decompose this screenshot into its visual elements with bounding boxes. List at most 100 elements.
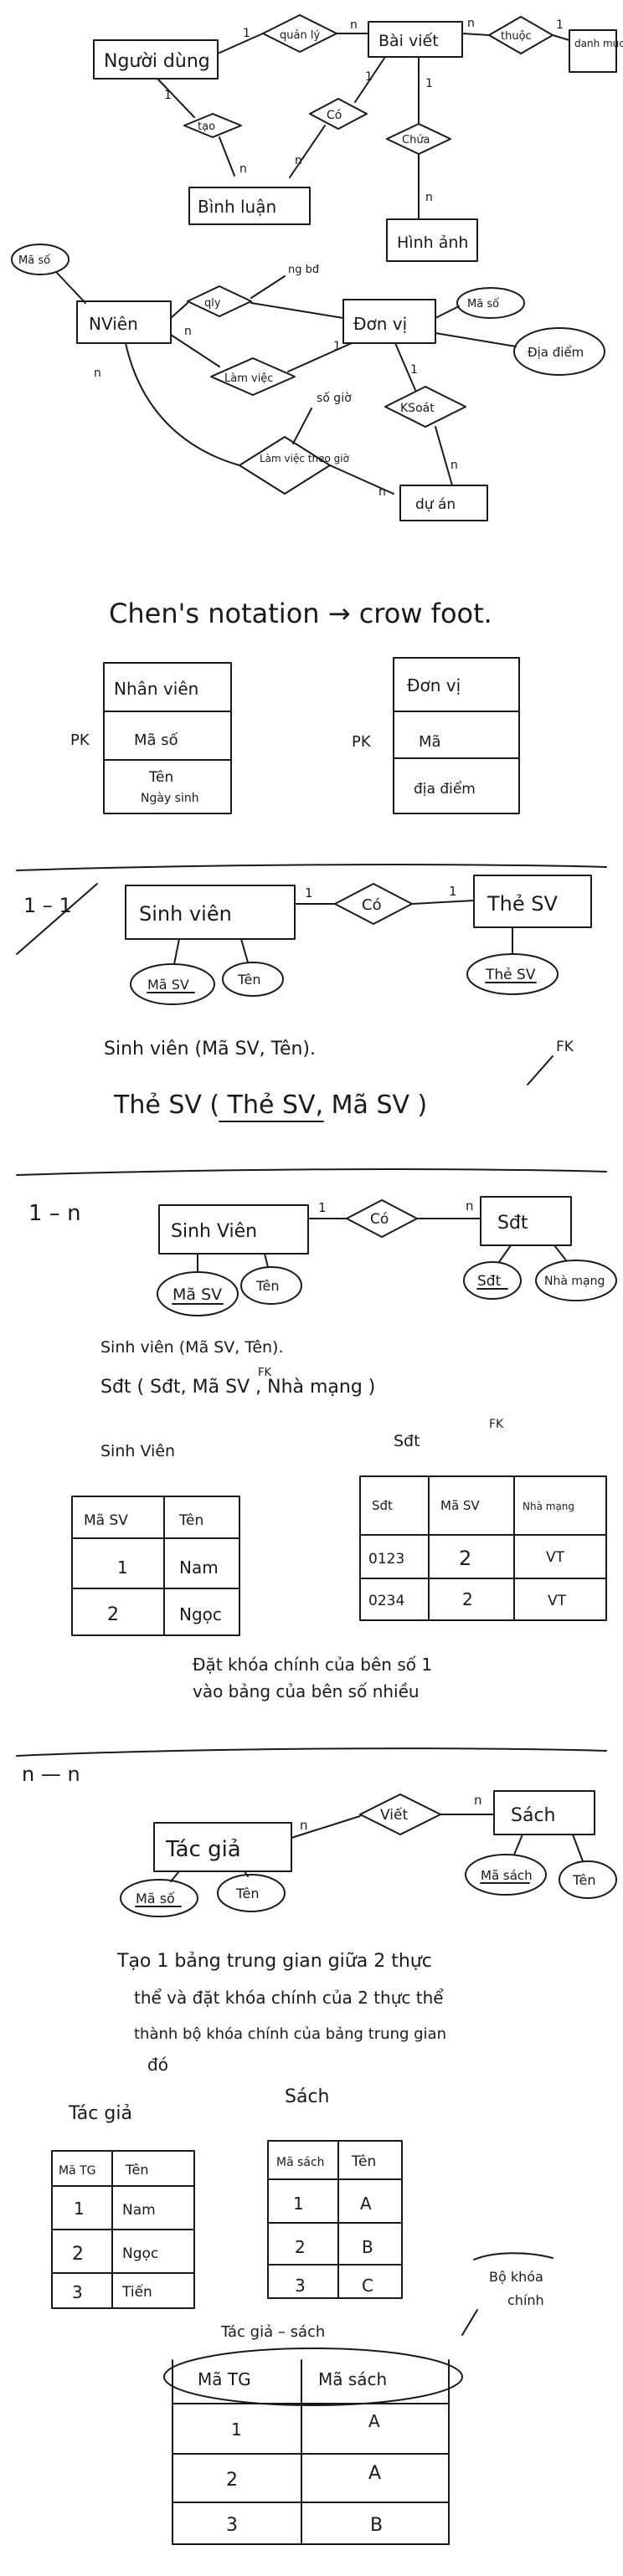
entity-nvien-label: NViên	[89, 314, 138, 334]
relation-viet	[359, 1793, 441, 1835]
relation-qly	[187, 285, 252, 317]
table-nhan-vien-row2b: Ngày sinh	[141, 792, 199, 805]
attr-ten-sach-label: Tên	[572, 1872, 596, 1888]
card-1-d: 1	[365, 70, 373, 84]
relation-tao-label: tạo	[198, 121, 215, 133]
entity-bai-viet	[368, 21, 463, 58]
table-tg-cell: Tiến	[121, 2283, 152, 2301]
card-1-e: 1	[425, 77, 433, 90]
card-1-a: 1	[243, 27, 250, 40]
table-don-vi-pk: PK	[352, 733, 372, 751]
relation-chua-label: Chứa	[402, 134, 430, 146]
table-sach: Mã sách Tên 1 A 2 B 3 C	[267, 2140, 403, 2299]
entity-hinh-anh	[386, 218, 478, 262]
line-co-binhluan	[289, 125, 326, 178]
line-tg-ten	[244, 1870, 249, 1877]
attr-sdt	[463, 1261, 522, 1300]
table-sv-header-ten: Tên	[178, 1512, 203, 1529]
table-join-header: Mã sách	[318, 2369, 387, 2389]
note-1n-line2: vào bảng của bên số nhiều	[193, 1681, 420, 1701]
notation-section: Chen's notation → crow foot. Nhân viên P…	[70, 598, 520, 814]
table-sdt-cell: VT	[548, 1593, 567, 1609]
table-sach-title: Sách	[285, 2086, 330, 2107]
section-divider-1	[16, 864, 607, 871]
entity-don-vi	[342, 299, 436, 344]
attr-dia-diem-label: Địa điểm	[528, 345, 584, 360]
many-to-many-section: n — n Tác giả Viết n n Sách Mã số Tên Mã…	[22, 1763, 617, 2545]
card-n-f: n	[184, 325, 192, 338]
table-sv-cell: Ngọc	[179, 1604, 222, 1624]
attr-ten-tg	[217, 1874, 286, 1912]
table-don-vi-row2: địa điểm	[414, 780, 476, 798]
one-to-many-section: 1 – n Sinh Viên Có 1 n Sđt Mã SV Tên Sđt…	[28, 1196, 617, 1701]
line-nvien-lamviec	[170, 334, 220, 367]
relation-thuoc-label: thuộc	[501, 30, 532, 43]
table-sach-header: Mã sách	[276, 2156, 325, 2169]
table-sach-cell: C	[362, 2276, 373, 2296]
entity-tac-gia	[153, 1822, 292, 1872]
table-sach-border	[267, 2140, 403, 2299]
pk-note-line1: Bộ khóa	[489, 2269, 543, 2285]
table-sdt: Sđt Mã SV Nhà mạng 0123 2 VT 0234 2 VT	[359, 1475, 607, 1621]
table-join-cell: 3	[226, 2515, 238, 2536]
relation-lam-viec	[210, 357, 296, 396]
lam-viec-theo-gio-text: Làm việc theo giờ	[260, 453, 350, 464]
relation-co-label: Có	[327, 109, 342, 122]
attr-nha-mang	[535, 1260, 617, 1301]
table-nhan-vien-row2a: Tên	[148, 769, 173, 786]
line-qly-donvi	[250, 302, 344, 319]
note-nn-line2: thể và đặt khóa chính của 2 thực thể	[134, 1988, 444, 2008]
attr-dia-diem	[513, 327, 605, 376]
attr-ma-sv-11	[130, 963, 215, 1005]
schema-sinh-vien-1n: Sinh viên (Mã SV, Tên).	[100, 1338, 284, 1357]
attr-ma-sv-1n-label: Mã SV	[172, 1285, 222, 1304]
table-tg-cell: 1	[74, 2199, 85, 2219]
entity-sdt	[480, 1196, 572, 1246]
line-tacgia-viet	[291, 1815, 361, 1839]
table-sach-cell: 2	[295, 2237, 306, 2257]
relation-thuoc	[488, 16, 553, 54]
table-nhan-vien-header: Nhân viên	[114, 679, 198, 699]
entity-sinh-vien-11-label: Sinh viên	[139, 902, 232, 926]
attr-ma-so-dv	[456, 287, 525, 319]
pk-ellipse	[163, 2348, 463, 2406]
line-sach-masach	[513, 1834, 523, 1855]
relation-co-1n-label: Có	[370, 1211, 389, 1228]
attr-so-gio-label: số giờ	[317, 391, 352, 405]
card-1-11a: 1	[305, 885, 313, 901]
card-1-c: 1	[164, 89, 172, 102]
card-n-g: n	[451, 459, 458, 472]
table-nhan-vien-row1: Mã số	[134, 731, 178, 749]
line-tg-maso	[170, 1870, 180, 1882]
entity-nguoi-dung-label: Người dùng	[104, 51, 210, 72]
line-donvi-diadiem	[435, 332, 517, 347]
entity-the-sv	[473, 875, 592, 928]
er-diagram: Người dùng quản lý Bài viết thuộc danh m…	[11, 14, 623, 521]
entity-nguoi-dung	[93, 39, 219, 80]
attr-ten-11	[222, 962, 284, 997]
table-sdt-cell: 0123	[368, 1551, 404, 1568]
table-sv-title: Sinh Viên	[100, 1442, 175, 1460]
line-nguoidung-quanly	[217, 33, 264, 54]
relation-ksoat	[384, 386, 466, 428]
table-sv-cell: Nam	[179, 1557, 219, 1578]
relation-co-1n	[346, 1199, 418, 1238]
fk-arrow-11	[527, 1055, 553, 1085]
entity-nvien	[76, 300, 172, 344]
line-sdt-nhamang	[553, 1244, 567, 1261]
entity-sach-label: Sách	[511, 1805, 556, 1826]
line-sdt-attr	[498, 1244, 512, 1263]
card-1-f: 1	[333, 340, 341, 353]
table-don-vi-row1: Mã	[419, 733, 441, 751]
fk-label-1n: FK	[258, 1367, 271, 1379]
note-nn-line4: đó	[147, 2055, 168, 2075]
attr-ma-so-tg-label: Mã số	[136, 1891, 175, 1906]
table-tg-title: Tác giả	[68, 2103, 132, 2124]
entity-danh-muc	[569, 29, 617, 73]
attr-nha-mang-label: Nhà mạng	[544, 1275, 605, 1288]
table-sv-border	[71, 1496, 240, 1636]
line-baiviet-co	[354, 56, 386, 103]
relation-lam-viec-theo-gio	[239, 436, 331, 495]
table-join-cell: B	[370, 2515, 383, 2536]
